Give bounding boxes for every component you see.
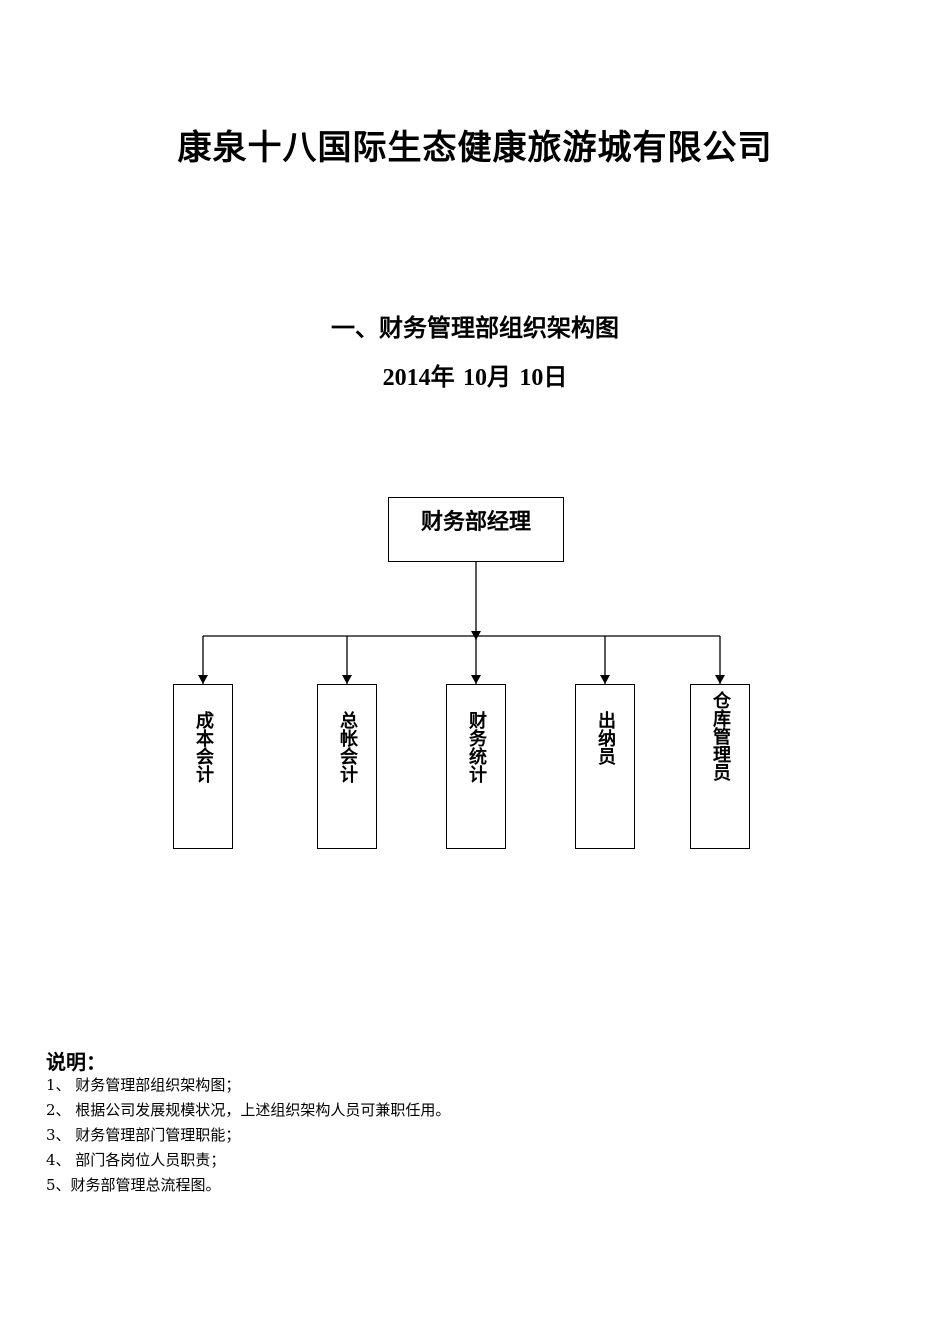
cashier-label: 出纳员 — [595, 711, 616, 765]
general-ledger-label: 总帐会计 — [337, 711, 358, 783]
notes-list: 1、 财务管理部组织架构图； 2、 根据公司发展规模状况，上述组织架构人员可兼职… — [46, 1073, 450, 1198]
note-item: 4、 部门各岗位人员职责； — [46, 1151, 226, 1169]
notes-title: 说明： — [46, 1050, 106, 1074]
date-day-unit: 日 — [543, 362, 568, 391]
cost-accountant-box: 成本会计 — [173, 684, 233, 849]
date-month: 10 — [463, 365, 487, 391]
date-day: 10 — [519, 365, 544, 391]
warehouse-manager-label: 仓库管理员 — [710, 691, 731, 781]
company-title: 康泉十八国际生态健康旅游城有限公司 — [177, 128, 773, 168]
note-item: 3、 财务管理部门管理职能； — [46, 1126, 241, 1144]
date-year-unit: 年 — [430, 362, 455, 391]
date-year: 2014 — [382, 365, 431, 391]
manager-box: 财务部经理 — [388, 497, 564, 562]
warehouse-manager-box: 仓库管理员 — [690, 684, 750, 849]
section-title: 一、财务管理部组织架构图 — [331, 313, 619, 342]
cost-accountant-label: 成本会计 — [193, 711, 214, 783]
note-item: 2、 根据公司发展规模状况，上述组织架构人员可兼职任用。 — [46, 1101, 451, 1119]
financial-statistics-label: 财务统计 — [466, 711, 487, 783]
note-item: 1、 财务管理部组织架构图； — [46, 1076, 241, 1094]
note-item: 5、财务部管理总流程图。 — [46, 1176, 221, 1194]
general-ledger-box: 总帐会计 — [317, 684, 377, 849]
cashier-box: 出纳员 — [575, 684, 635, 849]
chart-date: 2014年 10月 10日 — [0, 357, 950, 392]
date-month-unit: 月 — [487, 362, 511, 391]
financial-statistics-box: 财务统计 — [446, 684, 506, 849]
